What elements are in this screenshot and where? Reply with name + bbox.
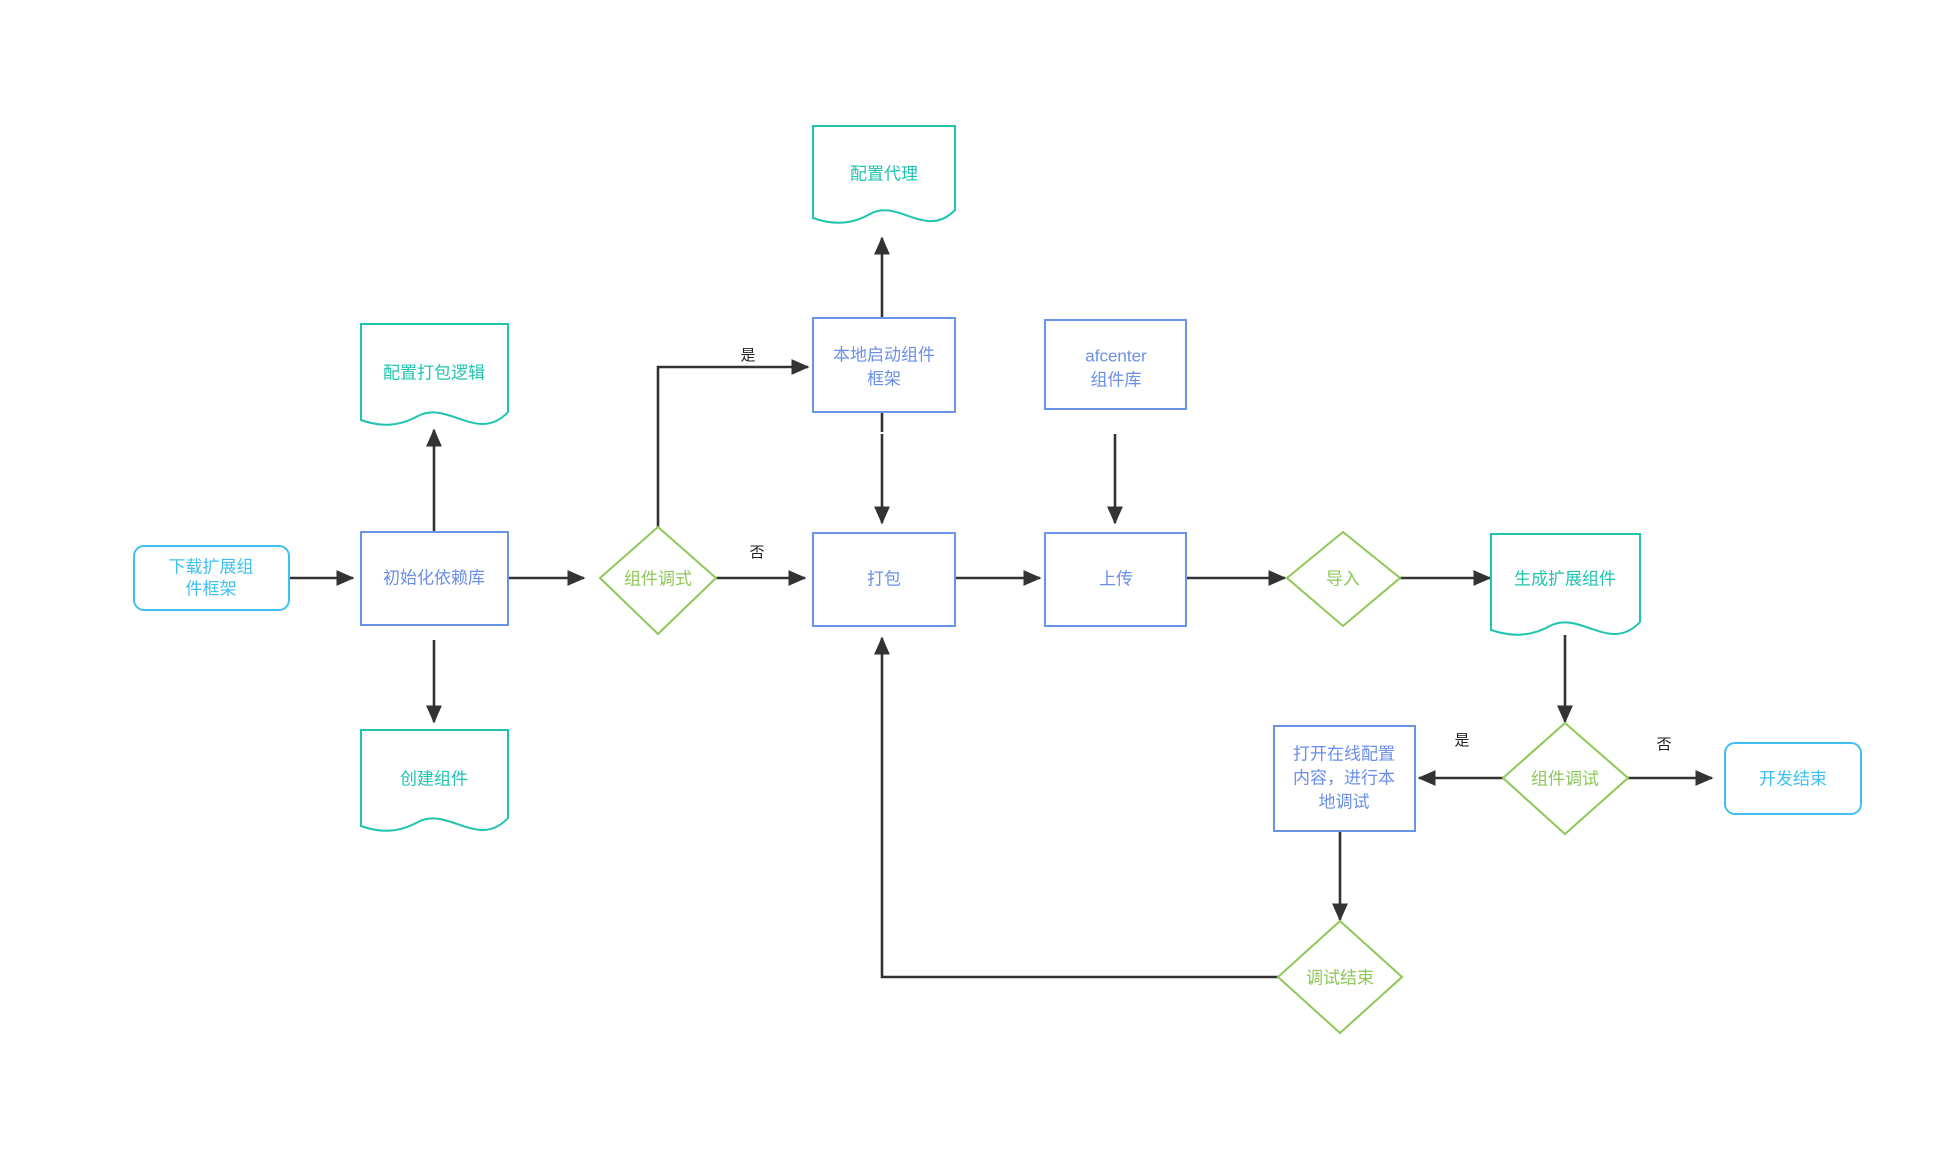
node-afcenter-component-library[interactable]: afcenter 组件库 — [1044, 319, 1187, 410]
node-label: 上传 — [1099, 569, 1133, 588]
node-label-line-3: 地调试 — [1319, 792, 1370, 811]
edge-label-yes-top: 是 — [740, 347, 755, 364]
edge-debug-mode-yes-to-local-start — [656, 358, 810, 528]
node-config-packaging-logic[interactable]: 配置打包逻辑 — [360, 323, 509, 426]
node-upload[interactable]: 上传 — [1044, 532, 1187, 627]
node-shape-rect[interactable] — [812, 317, 956, 413]
node-shape-rect[interactable] — [1044, 532, 1187, 627]
node-shape-rect[interactable] — [360, 531, 509, 626]
node-development-end[interactable]: 开发结束 — [1724, 742, 1862, 815]
node-label-line-1: 打开在线配置 — [1293, 744, 1395, 763]
node-label: 配置代理 — [850, 164, 918, 183]
node-shape-document[interactable] — [812, 125, 956, 224]
edge-label-yes-bottom: 是 — [1454, 732, 1469, 749]
node-label-line-2: 组件库 — [1091, 370, 1142, 389]
node-init-dependency-library[interactable]: 初始化依赖库 — [360, 531, 509, 626]
node-create-component[interactable]: 创建组件 — [360, 729, 509, 832]
edge-label-no-bottom: 否 — [1656, 736, 1671, 753]
node-shape-diamond[interactable] — [598, 525, 718, 636]
node-label-line-1: afcenter — [1085, 346, 1147, 365]
node-label: 组件调试 — [1531, 769, 1599, 788]
node-label-line-2: 内容，进行本 — [1293, 768, 1395, 787]
node-label: 创建组件 — [400, 769, 468, 788]
edge-label-no-top: 否 — [749, 544, 764, 561]
node-component-debug-decision[interactable]: 组件调试 — [1501, 721, 1630, 836]
node-local-start-component-framework[interactable]: 本地启动组件 框架 — [812, 317, 956, 413]
node-shape-rounded-rect[interactable] — [1724, 742, 1862, 815]
node-config-proxy[interactable]: 配置代理 — [812, 125, 956, 224]
node-shape-rounded-rect[interactable] — [133, 545, 290, 611]
node-shape-rect[interactable] — [1044, 319, 1187, 410]
node-generate-extension-component[interactable]: 生成扩展组件 — [1490, 533, 1641, 636]
node-shape-diamond[interactable] — [1285, 530, 1402, 628]
node-label-line-2: 框架 — [867, 369, 901, 388]
node-label: 初始化依赖库 — [383, 568, 485, 587]
node-label-line-1: 下载扩展组 — [169, 557, 254, 576]
node-label: 组件调式 — [624, 569, 692, 588]
node-label: 调试结束 — [1306, 968, 1374, 987]
node-shape-document[interactable] — [1490, 533, 1641, 636]
node-label: 生成扩展组件 — [1514, 569, 1616, 588]
node-package[interactable]: 打包 — [812, 532, 956, 627]
node-shape-diamond[interactable] — [1276, 919, 1404, 1035]
node-shape-rect[interactable] — [1273, 725, 1416, 832]
node-label: 打包 — [867, 569, 901, 588]
node-label: 开发结束 — [1759, 769, 1827, 788]
node-import-decision[interactable]: 导入 — [1285, 530, 1402, 628]
node-label: 配置打包逻辑 — [383, 363, 485, 382]
node-shape-document[interactable] — [360, 729, 509, 832]
node-download-extension-framework[interactable]: 下载扩展组 件框架 — [133, 545, 290, 611]
node-open-online-config-local-debug[interactable]: 打开在线配置 内容，进行本 地调试 — [1273, 725, 1416, 832]
edge-debug-end-to-pack-loop — [873, 636, 1280, 979]
node-shape-rect[interactable] — [812, 532, 956, 627]
node-label: 导入 — [1326, 569, 1360, 588]
node-debug-end-decision[interactable]: 调试结束 — [1276, 919, 1404, 1035]
node-label-line-1: 本地启动组件 — [833, 345, 935, 364]
node-label-line-2: 件框架 — [186, 579, 237, 598]
node-shape-document[interactable] — [360, 323, 509, 426]
node-component-debug-mode-decision[interactable]: 组件调式 — [598, 525, 718, 636]
node-shape-diamond[interactable] — [1501, 721, 1630, 836]
